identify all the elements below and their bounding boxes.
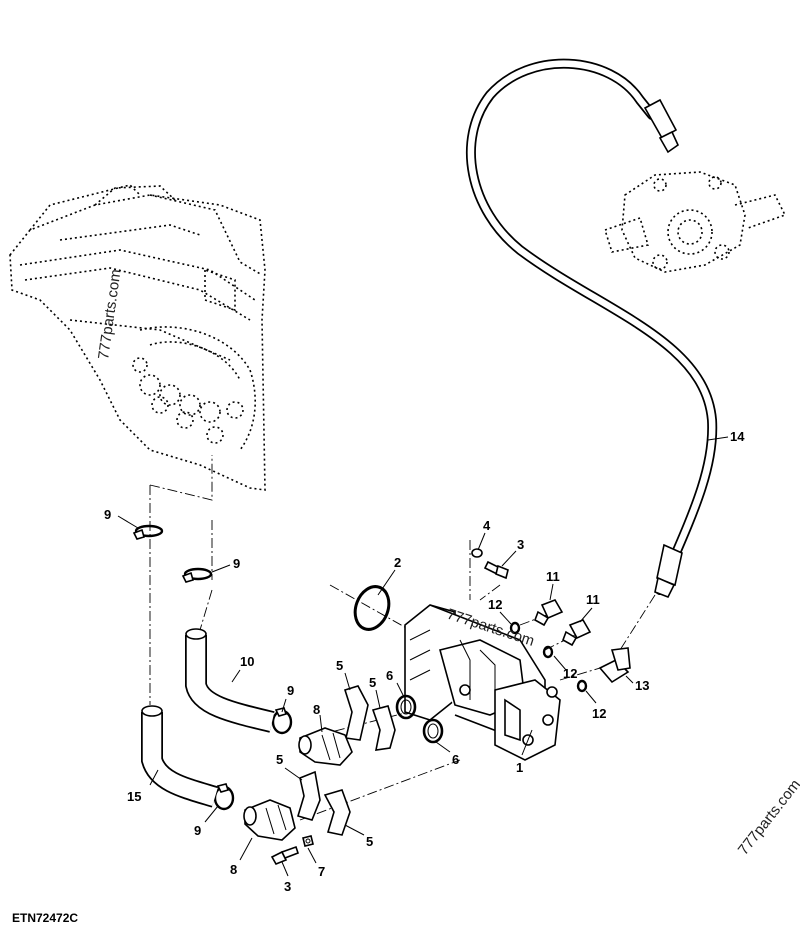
hose-14 [465,58,718,599]
callout-1: 1 [516,760,523,775]
callout-5-d: 5 [366,834,373,849]
callout-6-b: 6 [452,752,459,767]
adapter-8-lower [243,799,296,841]
callout-7: 7 [318,864,325,879]
hose-clamp-9-b [181,567,213,583]
hose-clamp-9-a [132,524,164,540]
callout-9-b: 9 [233,556,240,571]
nut-7 [302,835,314,847]
adapter-8-upper [298,727,353,766]
fitting-11-left [534,599,564,627]
bolt-3-upper [483,560,509,580]
flange-half-5-d [323,789,351,836]
callout-14: 14 [730,429,745,444]
leader-lines [117,436,729,877]
watermarks: 777parts.com 777parts.com 777parts.com [95,268,800,858]
callout-13: 13 [635,678,649,693]
flange-half-5-c [297,770,321,821]
callout-3-lower: 3 [284,879,291,894]
callout-labels: 1 2 3 3 4 5 5 5 5 6 6 7 8 8 9 9 9 9 10 1… [104,429,745,894]
callout-3-upper: 3 [517,537,524,552]
fitting-11-right [562,619,592,647]
callout-8-a: 8 [313,702,320,717]
callout-11-a: 11 [546,569,560,584]
callout-9-a: 9 [104,507,111,522]
washer-4 [471,548,483,558]
flange-half-5-b [371,705,396,751]
hydraulic-pump [404,604,561,761]
callout-2: 2 [394,555,401,570]
figure-id: ETN72472C [12,911,78,925]
callout-12-b: 12 [563,666,577,681]
flange-half-5-a [343,685,369,741]
o-ring-12-b [542,645,554,659]
callout-12-a: 12 [488,597,502,612]
bolt-3-lower [270,845,300,866]
callout-6-a: 6 [386,668,393,683]
callout-11-b: 11 [586,592,600,607]
callout-15: 15 [127,789,141,804]
callout-5-c: 5 [276,752,283,767]
o-ring-12-a [509,621,521,635]
callout-12-c: 12 [592,706,606,721]
engine-housing-ghost [9,184,266,491]
seal-6-upper [395,694,417,720]
callout-9-c: 9 [287,683,294,698]
hose-clamp-9-d [213,783,235,811]
o-ring-12-c [576,679,588,693]
o-ring-2 [353,585,391,631]
callout-9-d: 9 [194,823,201,838]
hose-10 [185,628,275,733]
callout-8-b: 8 [230,862,237,877]
elbow-fitting-13 [598,647,631,684]
watermark-right: 777parts.com [735,776,800,858]
control-valve-ghost [604,171,787,273]
callout-5-a: 5 [336,658,343,673]
callout-4: 4 [483,518,491,533]
hose-15 [141,705,219,808]
seal-6-lower [422,718,444,744]
watermark-left: 777parts.com [95,268,124,360]
callout-10: 10 [240,654,254,669]
callout-5-b: 5 [369,675,376,690]
